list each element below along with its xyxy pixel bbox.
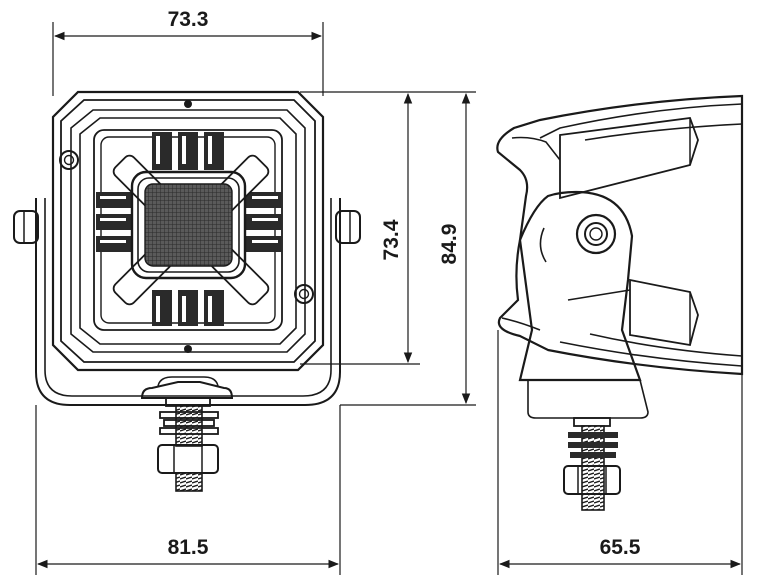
front-bolt-assembly bbox=[140, 376, 234, 492]
side-housing bbox=[496, 94, 744, 376]
side-view bbox=[496, 94, 744, 511]
dimension-label-outer-height: 84.9 bbox=[438, 224, 461, 265]
front-view bbox=[13, 90, 361, 492]
front-screw-top-left bbox=[59, 150, 79, 170]
dimension-label-bottom-width: 81.5 bbox=[168, 536, 209, 559]
dimension-label-side-depth: 65.5 bbox=[600, 536, 641, 559]
front-top-notch bbox=[184, 100, 192, 108]
front-bottom-notch bbox=[184, 345, 192, 353]
front-led-strips-right bbox=[246, 192, 282, 252]
side-bolt-assembly bbox=[563, 417, 621, 511]
front-led-strips-top bbox=[152, 132, 224, 170]
front-screw-bottom-right bbox=[294, 284, 314, 304]
front-led-strips-left bbox=[96, 192, 132, 252]
side-pivot-knob bbox=[575, 213, 617, 255]
front-mount-bracket bbox=[35, 198, 341, 406]
dimension-label-top-width: 73.3 bbox=[168, 8, 209, 31]
dimension-lines bbox=[35, 22, 743, 575]
side-fins bbox=[559, 117, 699, 347]
dimension-label-inner-height: 73.4 bbox=[380, 219, 403, 260]
side-bracket bbox=[518, 190, 649, 419]
front-housing bbox=[51, 90, 325, 372]
front-right-knob bbox=[335, 210, 361, 244]
front-left-knob bbox=[13, 210, 39, 244]
front-center-lens bbox=[130, 170, 247, 280]
front-led-strips-bottom bbox=[152, 290, 224, 326]
